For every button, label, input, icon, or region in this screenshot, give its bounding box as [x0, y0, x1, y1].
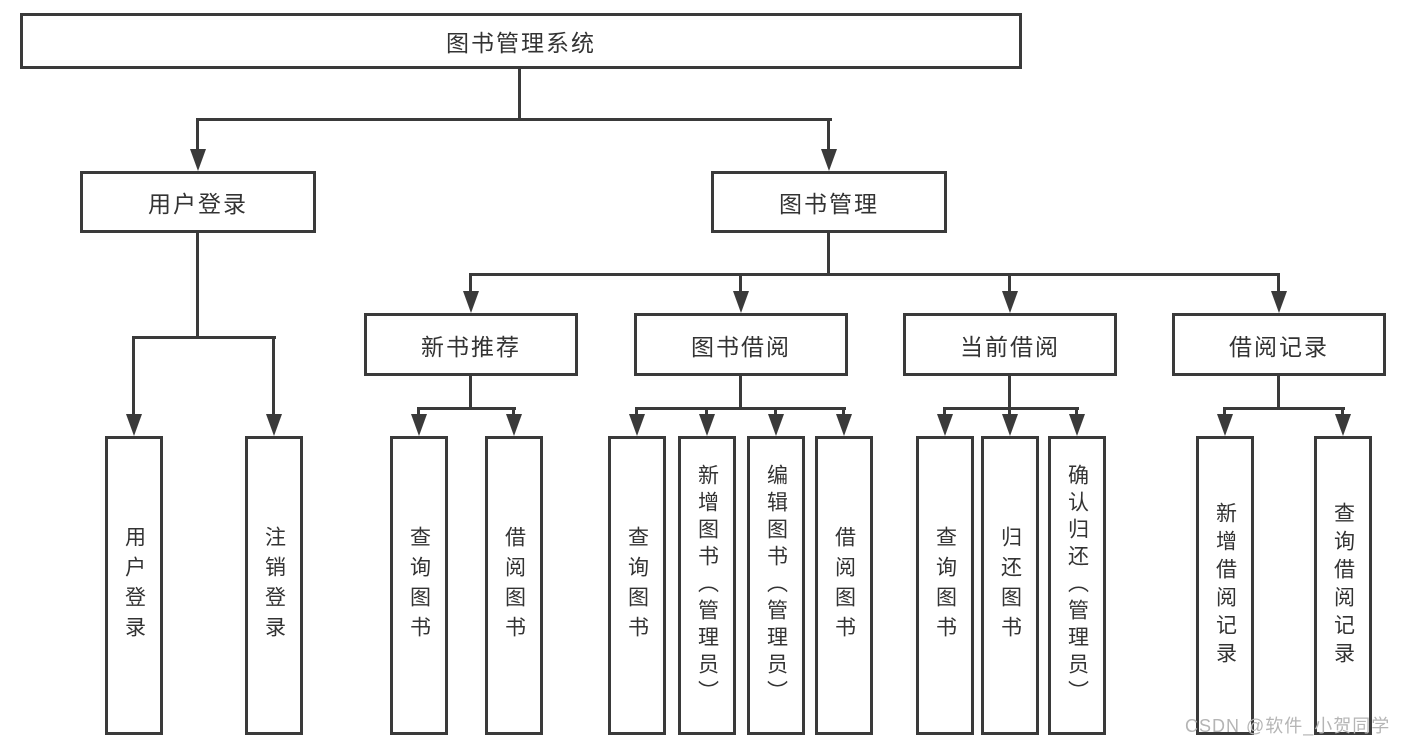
node-root: 图书管理系统	[20, 13, 1022, 69]
arrowhead-to-query-books-1	[411, 414, 427, 436]
connector-drop-edit-book	[774, 407, 777, 416]
arrowhead-to-confirm-return	[1069, 414, 1085, 436]
node-leaf-query-borrow-record: 查询借阅记录	[1314, 436, 1372, 735]
node-root-label: 图书管理系统	[446, 30, 596, 56]
connector-book-borrow-stem	[739, 376, 742, 410]
arrowhead-to-book-management	[821, 149, 837, 171]
connector-current-borrow-bar	[943, 407, 1079, 410]
node-leaf-return-book-label: 归还图书	[998, 525, 1022, 646]
node-leaf-query-borrow-record-label: 查询借阅记录	[1331, 501, 1355, 670]
connector-new-book-stem	[469, 376, 472, 410]
node-leaf-query-books-3: 查询图书	[916, 436, 974, 735]
node-leaf-edit-book-label: 编辑图书（管理员）	[764, 464, 788, 707]
node-user-login-label: 用户登录	[148, 191, 248, 217]
connector-drop-book-borrow	[739, 273, 742, 293]
node-leaf-return-book: 归还图书	[981, 436, 1039, 735]
arrowhead-to-query-books-3	[937, 414, 953, 436]
node-leaf-logout: 注销登录	[245, 436, 303, 735]
connector-book-management-stem	[827, 233, 830, 276]
arrowhead-to-add-borrow-record	[1217, 414, 1233, 436]
node-leaf-query-books-2: 查询图书	[608, 436, 666, 735]
connector-user-login-bar	[132, 336, 276, 339]
node-new-book-recommend-label: 新书推荐	[421, 333, 521, 360]
connector-borrow-records-bar	[1223, 407, 1345, 410]
node-book-management-label: 图书管理	[779, 191, 879, 217]
node-current-borrow-label: 当前借阅	[960, 333, 1060, 360]
node-new-book-recommend: 新书推荐	[364, 313, 578, 376]
connector-drop-current-borrow	[1008, 273, 1011, 293]
node-leaf-confirm-return-label: 确认归还（管理员）	[1065, 464, 1089, 707]
node-book-borrow: 图书借阅	[634, 313, 848, 376]
node-book-borrow-label: 图书借阅	[691, 333, 791, 360]
connector-drop-leaf-logout	[272, 336, 275, 416]
connector-drop-book-management	[827, 118, 830, 151]
connector-drop-query-books-3	[943, 407, 946, 416]
node-leaf-borrow-books-1: 借阅图书	[485, 436, 543, 735]
connector-drop-new-book-recommend	[469, 273, 472, 293]
node-leaf-edit-book: 编辑图书（管理员）	[747, 436, 805, 735]
connector-borrow-records-stem	[1277, 376, 1280, 410]
connector-book-borrow-bar	[635, 407, 846, 410]
connector-drop-leaf-user-login	[132, 336, 135, 416]
arrowhead-to-leaf-user-login	[126, 414, 142, 436]
node-leaf-borrow-books-2-label: 借阅图书	[832, 525, 856, 646]
connector-new-book-bar	[417, 407, 516, 410]
node-user-login: 用户登录	[80, 171, 316, 233]
node-leaf-add-borrow-record-label: 新增借阅记录	[1213, 501, 1237, 670]
node-current-borrow: 当前借阅	[903, 313, 1117, 376]
node-leaf-user-login-label: 用户登录	[122, 525, 146, 646]
connector-drop-query-books-2	[635, 407, 638, 416]
node-leaf-query-books-2-label: 查询图书	[625, 525, 649, 646]
arrowhead-to-borrow-books-2	[836, 414, 852, 436]
connector-current-borrow-stem	[1008, 376, 1011, 410]
node-leaf-logout-label: 注销登录	[262, 525, 286, 646]
connector-drop-add-borrow-record	[1223, 407, 1226, 416]
arrowhead-to-query-borrow-record	[1335, 414, 1351, 436]
connector-drop-return-book	[1008, 407, 1011, 416]
arrowhead-to-user-login	[190, 149, 206, 171]
node-leaf-confirm-return: 确认归还（管理员）	[1048, 436, 1106, 735]
node-borrow-records-label: 借阅记录	[1229, 333, 1329, 360]
arrowhead-to-edit-book	[768, 414, 784, 436]
connector-drop-confirm-return	[1075, 407, 1078, 416]
node-leaf-borrow-books-1-label: 借阅图书	[502, 525, 526, 646]
arrowhead-to-borrow-books-1	[506, 414, 522, 436]
arrowhead-to-add-book	[699, 414, 715, 436]
node-leaf-add-borrow-record: 新增借阅记录	[1196, 436, 1254, 735]
connector-groups-bar	[469, 273, 1280, 276]
node-borrow-records: 借阅记录	[1172, 313, 1386, 376]
arrowhead-to-return-book	[1002, 414, 1018, 436]
node-leaf-query-books-3-label: 查询图书	[933, 525, 957, 646]
arrowhead-to-leaf-logout	[266, 414, 282, 436]
arrowhead-to-new-book-recommend	[463, 291, 479, 313]
arrowhead-to-borrow-records	[1271, 291, 1287, 313]
connector-drop-borrow-books-2	[842, 407, 845, 416]
connector-drop-borrow-records	[1277, 273, 1280, 293]
connector-drop-query-borrow-record	[1341, 407, 1344, 416]
node-leaf-user-login: 用户登录	[105, 436, 163, 735]
node-leaf-query-books-1: 查询图书	[390, 436, 448, 735]
connector-root-stem	[518, 69, 521, 121]
arrowhead-to-query-books-2	[629, 414, 645, 436]
connector-drop-user-login	[196, 118, 199, 151]
connector-drop-add-book	[705, 407, 708, 416]
connector-drop-borrow-books-1	[512, 407, 515, 416]
node-leaf-borrow-books-2: 借阅图书	[815, 436, 873, 735]
connector-user-login-stem	[196, 233, 199, 339]
csdn-watermark: CSDN @软件_小贺同学	[1185, 716, 1391, 736]
node-leaf-query-books-1-label: 查询图书	[407, 525, 431, 646]
node-book-management: 图书管理	[711, 171, 947, 233]
connector-level2-bar	[196, 118, 832, 121]
node-leaf-add-book: 新增图书（管理员）	[678, 436, 736, 735]
arrowhead-to-current-borrow	[1002, 291, 1018, 313]
connector-drop-query-books-1	[417, 407, 420, 416]
node-leaf-add-book-label: 新增图书（管理员）	[695, 464, 719, 707]
arrowhead-to-book-borrow	[733, 291, 749, 313]
